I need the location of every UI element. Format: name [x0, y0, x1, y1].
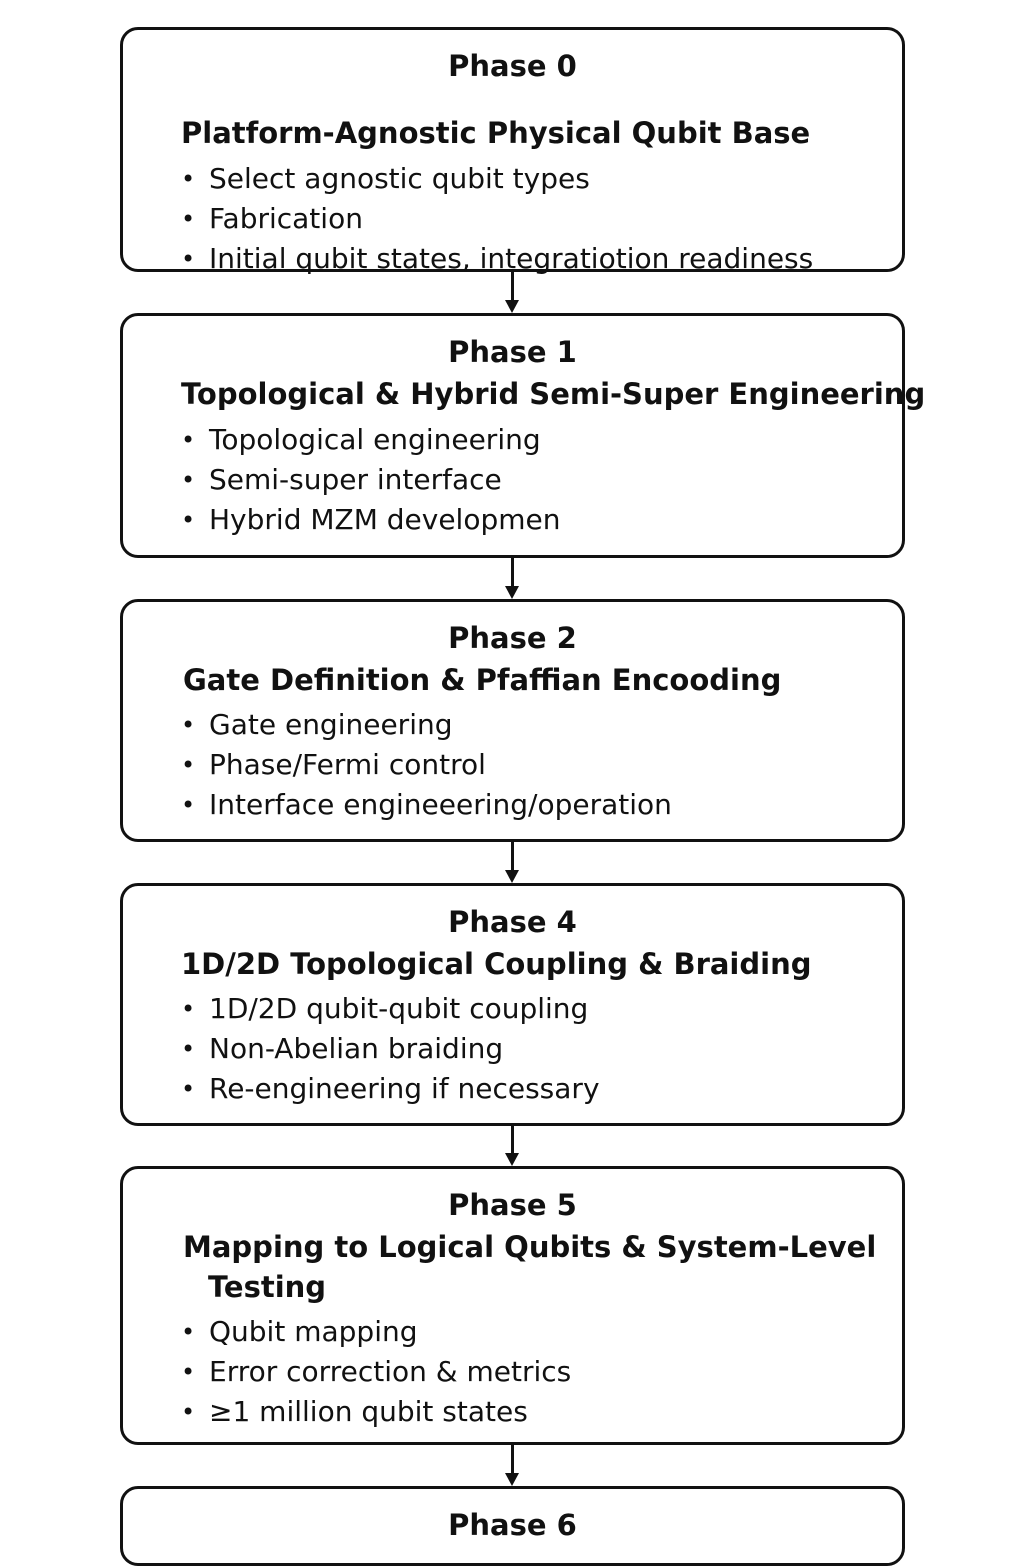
bullet-text: Error correction & metrics [209, 1355, 572, 1388]
phase-0-title: Platform-Agnostic Physical Qubit Base [181, 116, 811, 150]
bullet-icon: • [181, 466, 196, 494]
connector-arrow-line [511, 558, 514, 588]
phase-2-box: Phase 2 Gate Definition & Pfaffian Encoo… [120, 599, 905, 842]
phase-5-title-line-1: Mapping to Logical Qubits & System-Level [183, 1230, 877, 1264]
bullet-text: ≥1 million qubit states [209, 1395, 528, 1428]
bullet-icon: • [181, 426, 196, 454]
arrow-down-icon [505, 870, 519, 883]
bullet-icon: • [181, 506, 196, 534]
bullet-text: 1D/2D qubit-qubit coupling [209, 992, 589, 1025]
bullet-icon: • [181, 1075, 196, 1103]
bullet-icon: • [181, 711, 196, 739]
bullet-text: Interface engineeering/operation [209, 788, 672, 821]
bullet-text: Gate engineering [209, 708, 453, 741]
connector-arrow-line [511, 1126, 514, 1155]
list-item: • Gate engineering [181, 705, 672, 745]
bullet-text: Phase/Fermi control [209, 748, 486, 781]
phase-1-bullet-list: • Topological engineering • Semi-super int… [181, 420, 561, 540]
list-item: • Select agnostic qubit types [181, 159, 813, 199]
bullet-text: Hybrid MZM developmen [209, 503, 561, 536]
bullet-icon: • [181, 1318, 196, 1346]
list-item: • Semi-super interface [181, 460, 561, 500]
phase-5-number: Phase 5 [448, 1188, 577, 1222]
bullet-text: Re-engineering if necessary [209, 1072, 600, 1105]
phase-6-number: Phase 6 [448, 1508, 577, 1542]
list-item: • Error correction & metrics [181, 1352, 571, 1392]
phase-0-bullet-list: • Select agnostic qubit types • Fabricatio… [181, 159, 813, 279]
phase-0-number: Phase 0 [448, 49, 577, 83]
list-item: • Interface engineeering/operation [181, 785, 672, 825]
phase-4-title: 1D/2D Topological Coupling & Braiding [181, 947, 812, 981]
phase-1-title: Topological & Hybrid Semi-Super Engineer… [181, 377, 926, 411]
list-item: • Hybrid MZM developmen [181, 500, 561, 540]
phase-5-title-line-2: Testing [208, 1270, 327, 1304]
phase-1-number: Phase 1 [448, 335, 577, 369]
bullet-text: Qubit mapping [209, 1315, 418, 1348]
bullet-icon: • [181, 245, 196, 273]
phase-4-number: Phase 4 [448, 905, 577, 939]
phase-6-box: Phase 6 [120, 1486, 905, 1566]
phase-2-number: Phase 2 [448, 621, 577, 655]
arrow-down-icon [505, 300, 519, 313]
list-item: • Qubit mapping [181, 1312, 571, 1352]
bullet-text: Topological engineering [209, 423, 541, 456]
list-item: • ≥1 million qubit states [181, 1392, 571, 1432]
phase-4-bullet-list: • 1D/2D qubit-qubit coupling • Non-Abelian… [181, 989, 600, 1109]
list-item: • Non-Abelian braiding [181, 1029, 600, 1069]
bullet-text: Semi-super interface [209, 463, 502, 496]
list-item: • Topological engineering [181, 420, 561, 460]
bullet-text: Initial qubit states, integratiotion rea… [209, 242, 814, 275]
phase-2-title: Gate Definition & Pfaffian Encooding [183, 663, 782, 697]
bullet-icon: • [181, 1358, 196, 1386]
phase-4-box: Phase 4 1D/2D Topological Coupling & Bra… [120, 883, 905, 1126]
bullet-icon: • [181, 1035, 196, 1063]
bullet-icon: • [181, 791, 196, 819]
connector-arrow-line [511, 842, 514, 872]
bullet-icon: • [181, 995, 196, 1023]
list-item: • Phase/Fermi control [181, 745, 672, 785]
list-item: • Initial qubit states, integratiotion re… [181, 239, 813, 279]
bullet-icon: • [181, 205, 196, 233]
phase-5-bullet-list: • Qubit mapping • Error correction & metri… [181, 1312, 571, 1432]
list-item: • 1D/2D qubit-qubit coupling [181, 989, 600, 1029]
bullet-icon: • [181, 1398, 196, 1426]
arrow-down-icon [505, 1473, 519, 1486]
phase-5-box: Phase 5 Mapping to Logical Qubits & Syst… [120, 1166, 905, 1445]
bullet-text: Select agnostic qubit types [209, 162, 590, 195]
bullet-text: Non-Abelian braiding [209, 1032, 504, 1065]
phase-0-box: Phase 0 Platform-Agnostic Physical Qubit… [120, 27, 905, 275]
arrow-down-icon [505, 586, 519, 599]
bullet-text: Fabrication [209, 202, 363, 235]
phase-2-bullet-list: • Gate engineering • Phase/Fermi control •… [181, 705, 672, 825]
list-item: • Re-engineering if necessary [181, 1069, 600, 1109]
arrow-down-icon [505, 1153, 519, 1166]
list-item: • Fabrication [181, 199, 813, 239]
connector-arrow-line [511, 272, 514, 302]
phase-1-box: Phase 1 Topological & Hybrid Semi-Super … [120, 313, 926, 558]
bullet-icon: • [181, 751, 196, 779]
connector-arrow-line [511, 1445, 514, 1475]
bullet-icon: • [181, 165, 196, 193]
